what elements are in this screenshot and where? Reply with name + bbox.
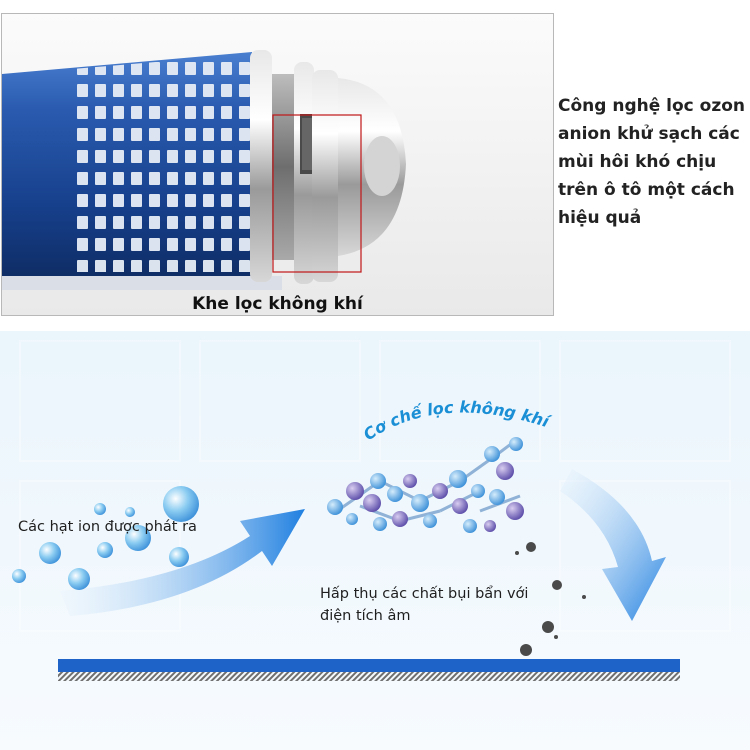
absorb-label: Hấp thụ các chất bụi bẩn với điện tích â… [320,586,529,624]
dust-particles [515,542,586,656]
filter-slot-highlight [272,114,362,273]
product-photo: Khe lọc không khí [1,13,554,316]
photo-caption: Khe lọc không khí [192,294,363,314]
flow-arrow-right [560,469,666,621]
molecule-atoms [327,437,524,533]
ion-bubbles [12,486,199,590]
product-description: Công nghệ lọc ozon anion khử sạch các mù… [558,96,746,228]
floor-base [58,672,680,681]
mechanism-diagram: Cơ chế lọc không khí Các hạt ion được ph… [0,331,750,750]
flow-arrow-left [60,509,305,616]
floor-surface [58,659,680,672]
ion-label: Các hạt ion được phát ra [18,519,197,535]
device-illustration [2,14,553,315]
diagram-illustration: Cơ chế lọc không khí [0,331,750,750]
